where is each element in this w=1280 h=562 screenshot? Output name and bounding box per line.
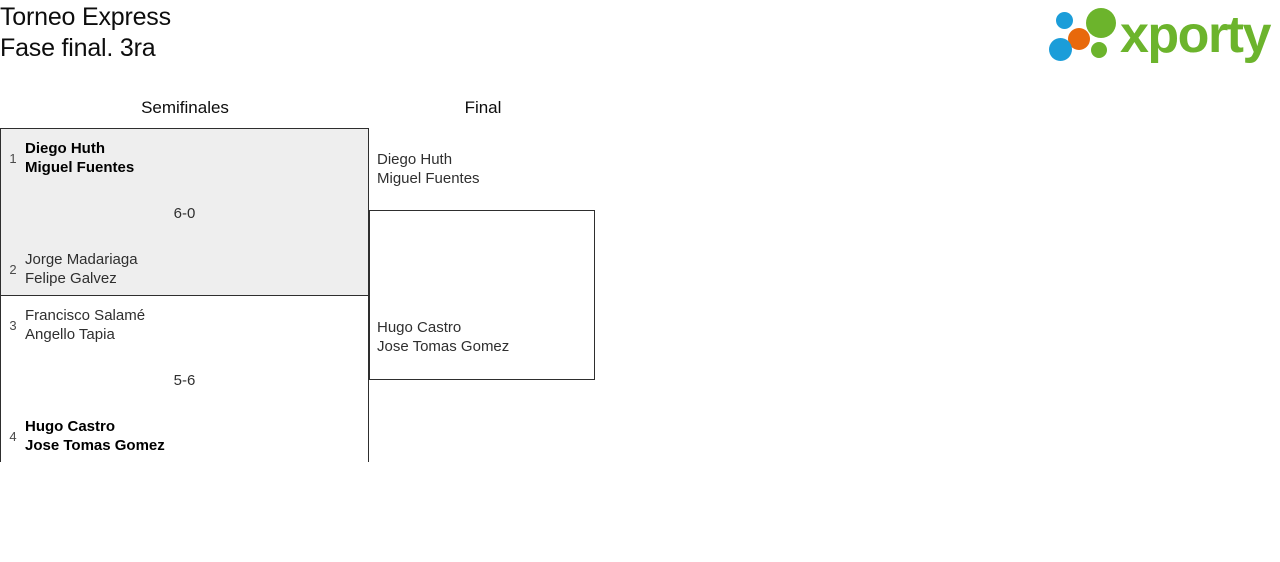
round-header-final: Final [464, 98, 502, 117]
round-header-semifinals: Semifinales [141, 98, 229, 117]
team-player-1: Hugo Castro [25, 418, 115, 435]
final-match-box[interactable] [369, 210, 595, 380]
final-team-top[interactable]: Diego Huth Miguel Fuentes [377, 150, 592, 188]
team-player-2: Felipe Galvez [25, 270, 117, 287]
logo-dot-blue-top-icon [1056, 12, 1073, 29]
semifinal-1-team-top[interactable]: 1 Diego Huth Miguel Fuentes [1, 139, 361, 177]
xporty-logo[interactable]: xporty [1048, 6, 1272, 64]
team-player-2: Miguel Fuentes [377, 170, 480, 187]
team-player-1: Diego Huth [377, 151, 453, 168]
final-team-bottom[interactable]: Hugo Castro Jose Tomas Gomez [377, 318, 592, 356]
team-player-2: Miguel Fuentes [25, 159, 135, 176]
logo-dot-green-small-icon [1091, 42, 1107, 58]
team-player-1: Hugo Castro [377, 319, 462, 336]
semifinal-2-team-top[interactable]: 3 Francisco Salamé Angello Tapia [1, 306, 361, 344]
team-seed: 1 [9, 150, 17, 166]
team-seed: 2 [9, 261, 17, 277]
semifinal-2-team-bottom[interactable]: 4 Hugo Castro Jose Tomas Gomez [1, 417, 361, 455]
team-names: Francisco Salamé Angello Tapia [25, 306, 361, 344]
semifinal-2-score: 5-6 [173, 372, 196, 389]
team-seed: 3 [9, 317, 17, 333]
semifinals-column: 1 Diego Huth Miguel Fuentes 6-0 2 Jorge … [0, 128, 369, 462]
team-names: Diego Huth Miguel Fuentes [25, 139, 361, 177]
semifinal-1-score: 6-0 [173, 205, 196, 222]
logo-dot-green-large-icon [1086, 8, 1116, 38]
team-player-2: Angello Tapia [25, 326, 115, 343]
page-subtitle: Fase final. 3ra [0, 34, 156, 62]
team-player-1: Jorge Madariaga [25, 251, 138, 268]
team-player-2: Jose Tomas Gomez [377, 338, 510, 355]
team-player-2: Jose Tomas Gomez [25, 437, 165, 454]
semifinal-1-team-bottom[interactable]: 2 Jorge Madariaga Felipe Galvez [1, 250, 361, 288]
semifinal-match-2[interactable]: 3 Francisco Salamé Angello Tapia 5-6 4 H… [1, 296, 368, 462]
logo-wordmark: xporty [1120, 6, 1271, 64]
logo-dot-orange-icon [1068, 28, 1090, 50]
team-names: Hugo Castro Jose Tomas Gomez [25, 417, 361, 455]
team-seed: 4 [9, 428, 17, 444]
team-player-1: Francisco Salamé [25, 307, 146, 324]
tournament-header: Torneo Express Fase final. 3ra xporty [0, 0, 1280, 90]
logo-dot-blue-bottom-icon [1049, 38, 1072, 61]
team-names: Jorge Madariaga Felipe Galvez [25, 250, 361, 288]
team-player-1: Diego Huth [25, 140, 105, 157]
semifinal-match-1[interactable]: 1 Diego Huth Miguel Fuentes 6-0 2 Jorge … [1, 129, 368, 296]
page-title: Torneo Express [0, 3, 171, 31]
